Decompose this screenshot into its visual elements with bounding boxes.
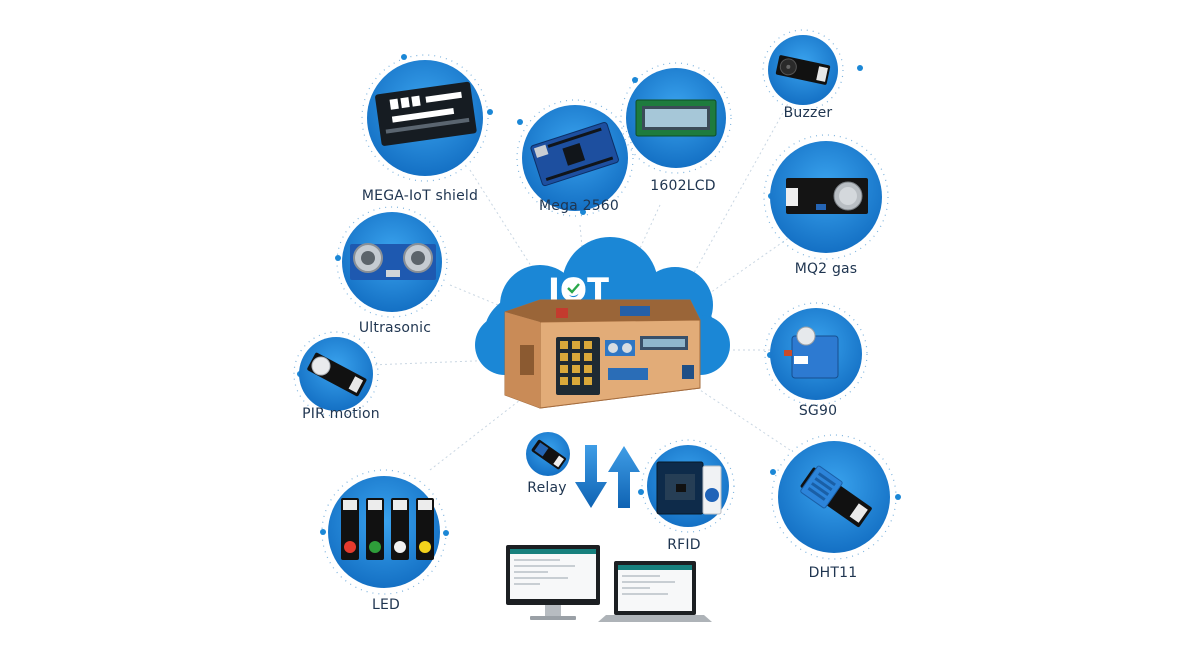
label-buzzer: Buzzer xyxy=(783,105,833,121)
rfid-reader-icon xyxy=(656,461,722,515)
dht11-module xyxy=(778,441,890,553)
ultrasonic-sensor-icon xyxy=(350,243,436,280)
lcd-display-icon xyxy=(635,99,717,137)
laptop xyxy=(598,561,712,622)
pir-motion-module xyxy=(299,337,373,411)
relay-module xyxy=(526,432,570,476)
shield-board-icon xyxy=(375,81,477,146)
sg90-module xyxy=(770,308,862,400)
iot-hub: IOT xyxy=(475,237,730,409)
rfid-module xyxy=(647,445,729,527)
ultrasonic-module xyxy=(342,212,442,312)
label-mega-iot-shield: MEGA-IoT shield xyxy=(361,188,479,204)
mega-2560-module xyxy=(522,105,628,211)
led-module xyxy=(328,476,440,588)
relay-module-icon xyxy=(531,439,566,470)
desktop-monitor xyxy=(506,545,600,620)
pir-sensor-icon xyxy=(307,352,367,397)
arrow-up-icon xyxy=(608,446,640,508)
label-led: LED xyxy=(371,597,401,613)
buzzer-module-icon xyxy=(775,55,831,85)
smart-home-model xyxy=(504,299,701,409)
mq2-gas-module xyxy=(770,141,882,253)
arrow-down-icon xyxy=(575,445,607,508)
data-flow-arrows xyxy=(575,445,640,508)
label-mega-2560: Mega 2560 xyxy=(538,198,620,214)
buzzer-module xyxy=(768,35,838,105)
label-rfid: RFID xyxy=(667,537,701,553)
label-pir-motion: PIR motion xyxy=(302,406,380,422)
led-modules-icon xyxy=(341,498,434,560)
label-sg90: SG90 xyxy=(798,403,838,419)
lcd-1602-module xyxy=(626,68,726,168)
label-1602lcd: 1602LCD xyxy=(650,178,716,194)
mega-iot-shield-module xyxy=(367,60,483,176)
label-ultrasonic: Ultrasonic xyxy=(358,320,432,336)
gas-sensor-icon xyxy=(786,178,868,214)
humidity-sensor-icon xyxy=(800,465,872,528)
hub-check-icon xyxy=(565,280,581,296)
servo-motor-icon xyxy=(784,326,839,379)
microcontroller-board-icon xyxy=(530,121,619,187)
label-mq2-gas: MQ2 gas xyxy=(794,261,858,277)
label-dht11: DHT11 xyxy=(808,565,858,581)
label-relay: Relay xyxy=(527,480,567,496)
